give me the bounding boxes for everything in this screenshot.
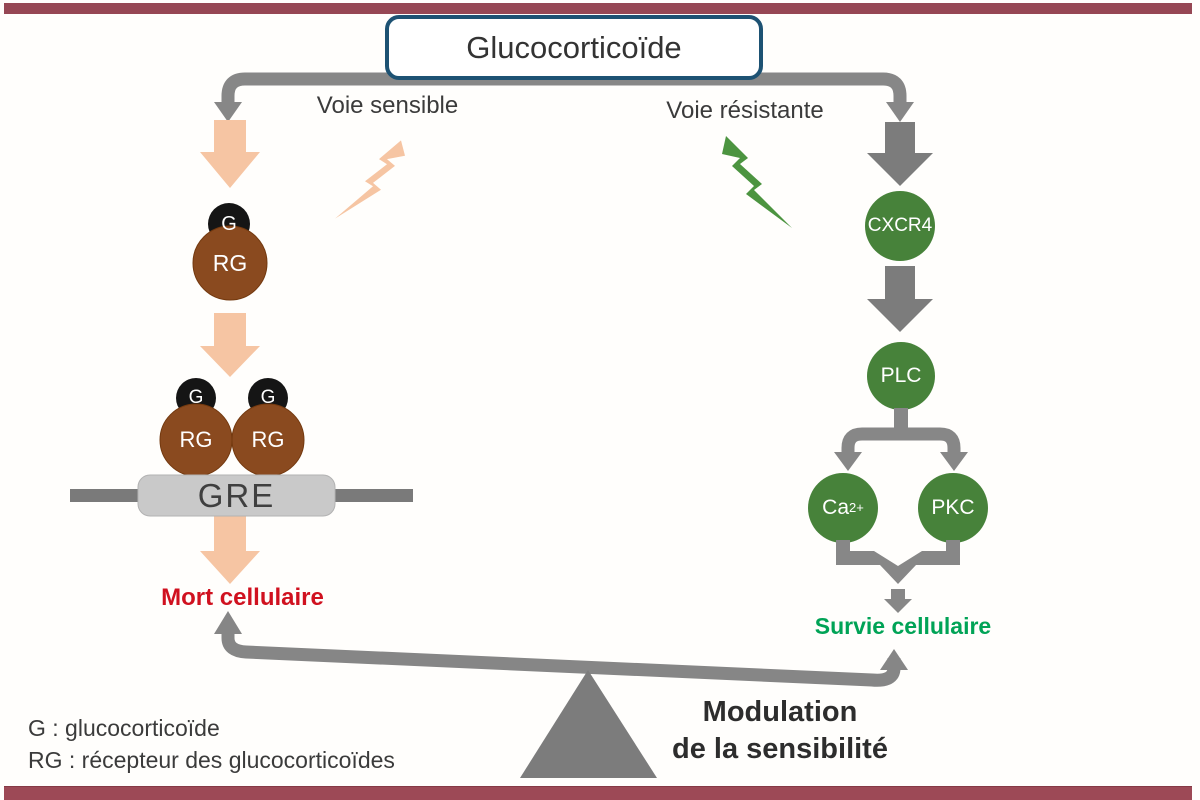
legend-line-rg: RG : récepteur des glucocorticoïdes bbox=[28, 747, 395, 773]
ca-circle bbox=[808, 473, 878, 543]
glucocorticoid-label: Glucocorticoïde bbox=[466, 29, 682, 65]
resistant-arrow-2-icon bbox=[867, 266, 933, 332]
rg-label-3: RG bbox=[251, 427, 285, 452]
balance-fulcrum-triangle bbox=[520, 670, 657, 778]
beam-arrowhead-death-icon bbox=[214, 611, 242, 634]
modulation-line-2: de la sensibilité bbox=[672, 733, 888, 765]
frame-bottom-border bbox=[4, 786, 1192, 800]
g-label-3: G bbox=[260, 387, 276, 408]
survival-arrow-stub bbox=[891, 589, 905, 600]
cell-death-label: Mort cellulaire bbox=[161, 584, 324, 611]
sensitive-arrow-2-icon bbox=[200, 313, 260, 377]
gre-box bbox=[137, 474, 336, 517]
merge-stub-right bbox=[946, 540, 960, 553]
beam-arrowhead-survival-icon bbox=[880, 649, 908, 670]
split-arrowhead-right-icon bbox=[940, 452, 968, 471]
dna-strand-right bbox=[331, 489, 413, 502]
modulation-line-1: Modulation bbox=[702, 696, 858, 728]
pkc-label: PKC bbox=[931, 496, 975, 519]
resistant-arrow-1-icon bbox=[867, 122, 933, 186]
plc-circle bbox=[867, 342, 935, 410]
g-label-2: G bbox=[188, 387, 204, 408]
ca-label-base: Ca bbox=[822, 496, 850, 519]
legend-line-g: G : glucocorticoïde bbox=[28, 715, 220, 741]
rg-label-1: RG bbox=[212, 249, 248, 276]
resistant-pathway-label: Voie résistante bbox=[666, 97, 824, 124]
sensitive-pathway-label: Voie sensible bbox=[316, 92, 459, 119]
sensitive-lightning-icon bbox=[335, 140, 405, 219]
split-arrowhead-left-icon bbox=[834, 452, 862, 471]
glucocorticoid-box: Glucocorticoïde bbox=[385, 15, 763, 80]
survival-arrowhead-icon bbox=[884, 599, 912, 613]
frame-top-border bbox=[4, 3, 1192, 14]
balance-beam bbox=[221, 622, 901, 687]
plc-label: PLC bbox=[880, 364, 922, 387]
rg-circle-1 bbox=[192, 225, 268, 301]
branch-arrowhead-right-icon bbox=[886, 102, 914, 122]
sensitive-arrow-1-icon bbox=[200, 120, 260, 188]
cxcr4-label: CXCR4 bbox=[867, 215, 933, 236]
pkc-circle bbox=[918, 473, 988, 543]
cell-survival-label: Survie cellulaire bbox=[814, 613, 992, 639]
g-label-1: G bbox=[221, 212, 237, 235]
modulation-caption: Modulation de la sensibilité bbox=[640, 694, 920, 768]
rg-label-2: RG bbox=[179, 427, 213, 452]
legend: G : glucocorticoïde RG : récepteur des g… bbox=[28, 712, 395, 776]
gre-label: GRE bbox=[197, 476, 276, 514]
sensitive-arrow-3-icon bbox=[200, 515, 260, 584]
branch-arrowhead-left-icon bbox=[214, 102, 242, 122]
merge-stub-left bbox=[836, 540, 850, 553]
cxcr4-circle bbox=[865, 191, 935, 261]
dna-strand-left bbox=[70, 489, 142, 502]
merge-connector bbox=[836, 551, 960, 584]
plc-split-stub bbox=[894, 408, 908, 432]
plc-split-connector bbox=[841, 427, 961, 456]
resistant-lightning-icon bbox=[722, 136, 792, 228]
